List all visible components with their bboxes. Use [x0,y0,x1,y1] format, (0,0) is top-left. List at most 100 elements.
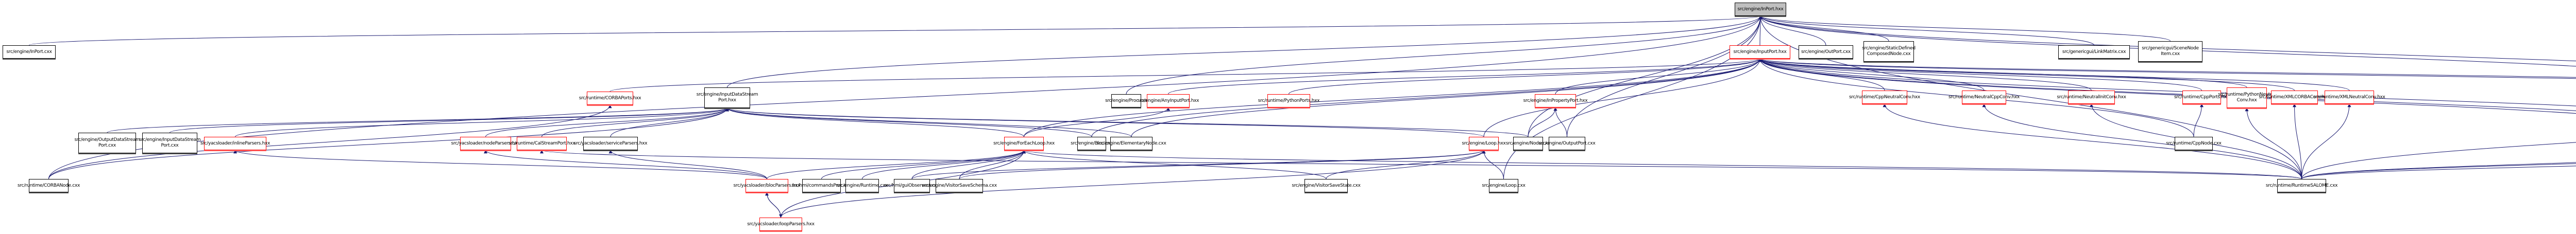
edge-runtimesalome-cxx-to-neutralcppconv-hxx [1982,103,2302,179]
edge-node-cxx-to-inport-hxx [1528,15,1762,137]
edge-inport-cxx-to-inport-hxx [29,15,1762,46]
graph-node-pythonports-hxx[interactable]: src/runtime/PythonPorts.hxx [1258,94,1320,107]
graph-node-outputport-cxx[interactable]: src/engine/OutputPort.cxx [1539,137,1596,150]
edge-outport-cxx-to-inport-hxx [1758,15,1826,46]
edge-inlineparsers-hxx-to-inputdatastreamport-hxx [235,107,729,137]
edge-blocparsers-hxx-to-inlineparsers-hxx [233,150,767,179]
edge-runtimesalome-cxx-to-pythonneutralconv-hxx [2245,107,2302,179]
graph-node-anyinputport-hxx[interactable]: src/engine/AnyInputPort.hxx [1138,94,1199,107]
graph-node-inport-hxx: src/engine/InPort.hxx [1735,3,1786,16]
graph-node-loop-hxx[interactable]: src/engine/Loop.hxx [1462,137,1506,150]
edge-bloc-cxx-to-inputdatastreamport-hxx [725,107,1092,137]
graph-node-bloc-cxx[interactable]: src/engine/Bloc.cxx [1071,137,1113,150]
graph-node-neutralinitconv-hxx[interactable]: src/runtime/NeutralInitConv.hxx [2057,91,2126,104]
graph-node-elementarynode-cxx[interactable]: src/engine/ElementaryNode.cxx [1097,137,1166,150]
graph-node-cppnode-cxx[interactable]: src/runtime/CppNode.cxx [2166,137,2222,150]
graph-node-inputport-hxx[interactable]: src/engine/InputPort.hxx [1730,45,1790,59]
graph-node-xmlneutralconv-hxx[interactable]: src/runtime/XMLNeutralConv.hxx [2313,91,2385,104]
edge-visitorsavestate-cxx-to-loop-hxx [1326,150,1486,179]
edge-calstreamport-hxx-to-inputdatastreamport-hxx [541,107,729,137]
edge-runtimesalome-cxx-to-foreachloop-hxx [1022,150,2302,179]
edge-anyinputport-hxx-to-inputport-hxx [1168,58,1762,95]
graph-node-inpropertyport-hxx[interactable]: src/engine/InPropertyPort.hxx [1523,94,1588,107]
edge-elementarynode-cxx-to-inputport-hxx [1131,58,1762,137]
edge-cppports-hxx-to-inputport-hxx [1758,58,2202,91]
graph-node-visitorsaveschema-cxx[interactable]: src/engine/VisitorSaveSchema.cxx [922,179,997,192]
edge-guiobservers-cxx-to-loop-hxx [911,150,1486,179]
edge-scenenodeitem-cxx-to-inport-hxx [1758,15,2171,42]
edge-elementarynode-cxx-to-inputdatastreamport-hxx [725,107,1132,137]
edge-corbanode-cxx-to-inport-hxx [48,15,1762,179]
edge-xmlneutralconv-hxx-to-inputport-hxx [1758,58,2350,91]
edge-blocparsers-hxx-to-serviceparsers-hxx [608,150,767,179]
graph-node-calstreamport-hxx[interactable]: src/runtime/CalStreamPort.hxx [509,137,575,150]
edge-loop-cxx-to-loop-hxx [1482,150,1504,179]
graph-node-inputdatastreamport-cxx[interactable]: src/engine/InputDataStream Port.cxx [139,133,201,153]
edge-xmlcorbaconv-hxx-to-inputport-hxx [1758,58,2295,91]
edge-inputport-cxx-to-inport-hxx [1758,15,2576,62]
edge-cppneutralconv-hxx-to-inputport-hxx [1758,58,1885,91]
edge-corbanode-cxx-to-inputdatastreamport-hxx [48,107,729,179]
edge-inputdatastreamport-cxx-to-inputdatastreamport-hxx [170,107,729,133]
graph-node-loop-cxx[interactable]: src/engine/Loop.cxx [1482,179,1526,192]
graph-node-node-cxx[interactable]: src/engine/Node.cxx [1506,137,1550,150]
edge-foreachloop-hxx-to-inputdatastreamport-hxx [725,107,1024,137]
graph-node-inputdatastreamport-hxx[interactable]: src/engine/InputDataStream Port.hxx [697,87,758,108]
edge-conditioninputport-hxx-to-inputport-hxx [1758,58,2576,78]
graph-node-scenenodeitem-cxx[interactable]: src/genericgui/SceneNode Item.cxx [2138,41,2202,62]
edge-runtimesalome-cxx-to-cppneutralconv-hxx [1883,103,2302,179]
edge-runtimesalome-cxx-to-xmlcorbaconv-hxx [2293,103,2302,179]
edge-node-cxx-to-inputdatastreamport-hxx [725,107,1529,137]
edge-outputport-cxx-to-inpropertyport-hxx [1553,107,1567,137]
graph-node-staticdefinedcomposednode-cxx[interactable]: src/engine/StaticDefined ComposedNode.cx… [1862,41,1916,62]
graph-node-proc-cxx[interactable]: src/engine/Proc.cxx [1105,94,1147,107]
edge-visitorsaveschema-cxx-to-loop-hxx [959,150,1486,179]
edge-runtimesalome-cxx-to-corbacppconv-hxx [2301,163,2576,179]
edge-inpropertyport-hxx-to-inputport-hxx [1555,58,1762,95]
graph-node-loopparsers-hxx[interactable]: src/yacsloader/loopParsers.hxx [747,218,815,231]
graph-node-runtimesalome-cxx[interactable]: src/runtime/RuntimeSALOME.cxx [2266,179,2337,192]
graph-node-visitorsavestate-cxx[interactable]: src/engine/VisitorSaveState.cxx [1292,179,1361,192]
graph-node-pythonneutralconv-hxx[interactable]: src/runtime/PythonNeutral Conv.hxx [2218,87,2276,108]
edge-linkmatrix-cxx-to-inport-hxx [1758,15,2094,46]
graph-node-corbanode-cxx[interactable]: src/runtime/CORBANode.cxx [18,179,80,192]
graph-node-foreachloop-hxx[interactable]: src/engine/ForEachLoop.hxx [993,137,1055,150]
edge-blocparsers-hxx-to-foreachloop-hxx [767,150,1026,179]
edge-visitorsaveschema-cxx-to-foreachloop-hxx [959,150,1026,179]
graph-node-guiobservers-cxx[interactable]: src/hmi/guiObservers.cxx [884,179,940,192]
edge-commandsproc-cxx-to-foreachloop-hxx [821,150,1026,179]
edge-guiobservers-cxx-to-foreachloop-hxx [911,150,1026,179]
edge-runtime-cxx-to-foreachloop-hxx [862,150,1026,179]
edge-runtimesalome-cxx-to-calstreamport-hxx [540,150,2302,179]
edge-corbaports-hxx-to-inputport-hxx [609,58,1762,92]
edge-foreachloop-hxx-to-anyinputport-hxx [1024,107,1170,137]
edge-pythonports-hxx-to-inputport-hxx [1289,58,1762,95]
graph-node-blocparsers-hxx[interactable]: src/yacsloader/blocParsers.hxx [734,179,801,192]
graph-node-corbaports-hxx[interactable]: src/runtime/CORBAPorts.hxx [579,92,641,105]
graph-node-inport-cxx[interactable]: src/engine/InPort.cxx [3,45,56,59]
edge-neutralinitconv-hxx-to-inputport-hxx [1758,58,2092,91]
graph-node-commandsproc-cxx[interactable]: src/hmi/commandsProc.cxx [791,179,852,192]
graph-node-cppports-hxx[interactable]: src/runtime/CppPorts.hxx [2174,91,2229,104]
edge-blocparsers-hxx-to-loopparsers-hxx [767,192,783,218]
edge-runtimesalome-cxx-to-corbacorbaconv-hxx [2301,162,2576,179]
graph-node-runtime-cxx[interactable]: src/engine/Runtime.cxx [837,179,888,192]
graph-node-outport-cxx[interactable]: src/engine/OutPort.cxx [1799,45,1853,59]
graph-node-linkmatrix-cxx[interactable]: src/genericgui/LinkMatrix.cxx [2058,45,2130,59]
graph-node-cppneutralconv-hxx[interactable]: src/runtime/CppNeutralConv.hxx [1849,91,1920,104]
graph-node-nodeparsers-hxx[interactable]: src/yacsloader/nodeParsers.hxx [451,137,520,150]
graph-node-serviceparsers-hxx[interactable]: src/yacsloader/serviceParsers.hxx [574,137,648,150]
edge-loopparsers-hxx-to-loop-hxx [781,150,1486,218]
edge-neutralcppconv-hxx-to-inputport-hxx [1758,58,1985,91]
edge-runtimesalome-cxx-to-inport-hxx [1758,15,2302,179]
graph-node-outputdatastreamport-cxx[interactable]: src/engine/OutputDataStream Port.cxx [74,133,140,153]
graph-node-neutralcppconv-hxx[interactable]: src/runtime/NeutralCppConv.hxx [1948,91,2020,104]
graph-node-inlineparsers-hxx[interactable]: src/yacsloader/inlineParsers.hxx [200,137,270,150]
edge-outputport-cxx-to-inport-hxx [1567,15,1762,137]
edge-corbanode-cxx-to-corbaports-hxx [48,104,612,179]
edge-cppnode-cxx-to-cppports-hxx [2193,103,2204,137]
edge-inputdatastreamport-hxx-to-inport-hxx [727,15,1762,88]
graph-node-xmlcorbaconv-hxx[interactable]: src/runtime/XMLCORBAConv.hxx [2259,91,2330,104]
edge-visitorsavestate-cxx-to-foreachloop-hxx [1022,150,1327,179]
